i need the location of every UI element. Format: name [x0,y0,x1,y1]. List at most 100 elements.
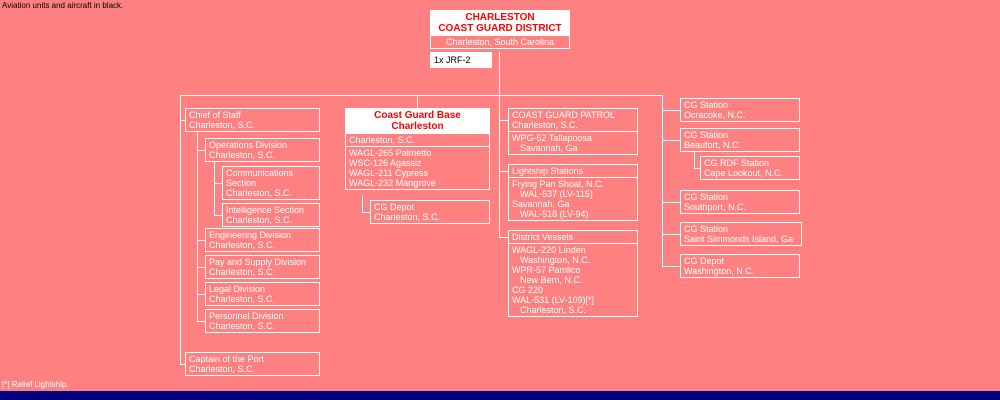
pay-supply-division-box: Pay and Supply Division Charleston, S.C. [205,255,320,279]
district-title: CHARLESTON COAST GUARD DISTRICT [431,11,569,36]
unit-location: Charleston, S.C. [226,215,293,225]
connector-line [214,183,222,184]
connector-line [499,52,500,95]
unit-location: Charleston, S.C. [209,321,276,331]
connector-line [362,196,363,212]
ship-entry: CG 220 [512,285,544,295]
operations-division-box: Operations Division Charleston, S.C. [205,138,320,162]
connector-line [180,95,662,96]
aviation-unit-label: 1x JRF-2 [434,55,471,65]
ship-entry: WAGL-211 Cypress [349,168,429,178]
district-location: Charleston, South Carolina [445,37,555,47]
connector-line [197,240,205,241]
coast-guard-patrol-box: COAST GUARD PATROL Charleston, S.C. WPG-… [508,108,638,155]
unit-title: COAST GUARD PATROL [512,110,616,120]
connector-line [662,140,680,141]
unit-title: Captain of the Port [189,354,265,364]
connector-line [694,168,700,169]
connector-line [197,267,205,268]
connector-line [180,95,181,364]
cg-station-ocracoke-box: CG Station Ocracoke, N.C. [680,98,800,122]
captain-of-the-port-box: Captain of the Port Charleston, S.C. [185,352,320,376]
ship-entry: WPG-52 Tallapoosa [512,133,592,143]
unit-title: CG Depot [684,256,725,266]
station-entry: Frying Pan Shoal, N.C. [512,179,605,189]
unit-location: Ocracoke, N.C. [684,110,746,120]
cg-rdf-station-box: CG RDF Station Cape Lookout, N.C. [700,156,800,180]
unit-location: Washington, N.C. [684,266,755,276]
engineering-division-box: Engineering Division Charleston, S.C. [205,228,320,252]
connector-line [662,202,680,203]
cg-depot-washington-box: CG Depot Washington, N.C. [680,254,800,278]
aviation-note: Aviation units and aircraft in black. [2,1,124,10]
unit-title: CG RDF Station [704,158,770,168]
base-title-line2: Charleston [391,121,444,132]
unit-location: Charleston, S.C. [226,188,293,198]
base-title: Coast Guard Base Charleston [346,109,489,134]
connector-line [499,237,508,238]
connector-line [499,120,508,121]
connector-line [694,152,695,168]
unit-location: Charleston, S.C. [209,267,276,277]
ship-entry: WAL-537 (LV-115) [520,189,593,199]
unit-title: CG Station [684,100,729,110]
connector-line [662,234,680,235]
base-location: Charleston, S.C. [349,135,416,145]
communications-section-box: Communications Section Charleston, S.C. [222,166,320,200]
ship-entry: WAGL-232 Mangrove [349,178,436,188]
ship-entry: WAGL-220 Linden [512,245,586,255]
connector-line [662,266,680,267]
unit-location: Cape Lookout, N.C. [704,168,784,178]
unit-title: Communications [226,168,294,178]
connector-line [197,132,198,321]
unit-title: CG Station [684,130,729,140]
unit-location: Charleston, S.C. [374,212,441,222]
connector-line [197,150,205,151]
unit-location: Beaufort, N.C. [684,140,742,150]
connector-line [214,215,222,216]
lightship-stations-box: Lightship Stations Frying Pan Shoal, N.C… [508,164,638,221]
connector-line [662,110,680,111]
district-title-line2: COAST GUARD DISTRICT [438,23,562,34]
ship-location: New Bern, N.C. [520,275,583,285]
unit-location: Charleston, S.C. [512,120,579,130]
district-vessels-box: District Vessels WAGL-220 Linden Washing… [508,230,638,317]
unit-title: CG Station [684,192,729,202]
connector-line [417,95,418,108]
connector-line [214,162,215,215]
unit-location: Saint Simmonds Island, Ga [684,234,794,244]
relief-lightship-footnote: [*] Relief Lightship. [2,380,69,389]
district-title-line1: CHARLESTON [465,12,535,23]
unit-title: Lightship Stations [512,166,584,176]
unit-location: Charleston, S.C. [189,364,256,374]
connector-line [197,321,205,322]
unit-title: Legal Division [209,284,266,294]
bottom-bar [0,391,1000,400]
unit-location: Charleston, S.C. [189,120,256,130]
cg-depot-charleston-box: CG Depot Charleston, S.C. [370,200,490,224]
ship-location: Washington, N.C. [520,255,591,265]
intelligence-section-box: Intelligence Section Charleston, S.C. [222,203,320,227]
ship-entry: WPR-57 Pamlico [512,265,581,275]
unit-title-line2: Section [226,178,257,188]
unit-location: Southport, N.C. [684,202,747,212]
connector-line [180,120,185,121]
personnel-division-box: Personnel Division Charleston, S.C. [205,309,320,333]
connector-line [499,171,508,172]
district-hq-box: CHARLESTON COAST GUARD DISTRICT Charlest… [430,10,570,49]
unit-title: Engineering Division [209,230,292,240]
unit-title: Personnel Division [209,311,284,321]
cg-station-southport-box: CG Station Southport, N.C. [680,190,800,214]
unit-title: Operations Division [209,140,288,150]
station-entry: Savannah, Ga [512,199,570,209]
ship-location: Charleston, S.C. [520,305,587,315]
unit-location: Charleston, S.C. [209,240,276,250]
unit-title: CG Station [684,224,729,234]
chief-of-staff-box: Chief of Staff Charleston, S.C. [185,108,320,132]
unit-title: Chief of Staff [189,110,241,120]
coast-guard-base-box: Coast Guard Base Charleston Charleston, … [345,108,490,190]
ship-entry: WAL-518 (LV-94) [520,209,589,219]
cg-station-saint-simmonds-box: CG Station Saint Simmonds Island, Ga [680,222,802,246]
unit-location: Charleston, S.C. [209,150,276,160]
connector-line [180,364,185,365]
